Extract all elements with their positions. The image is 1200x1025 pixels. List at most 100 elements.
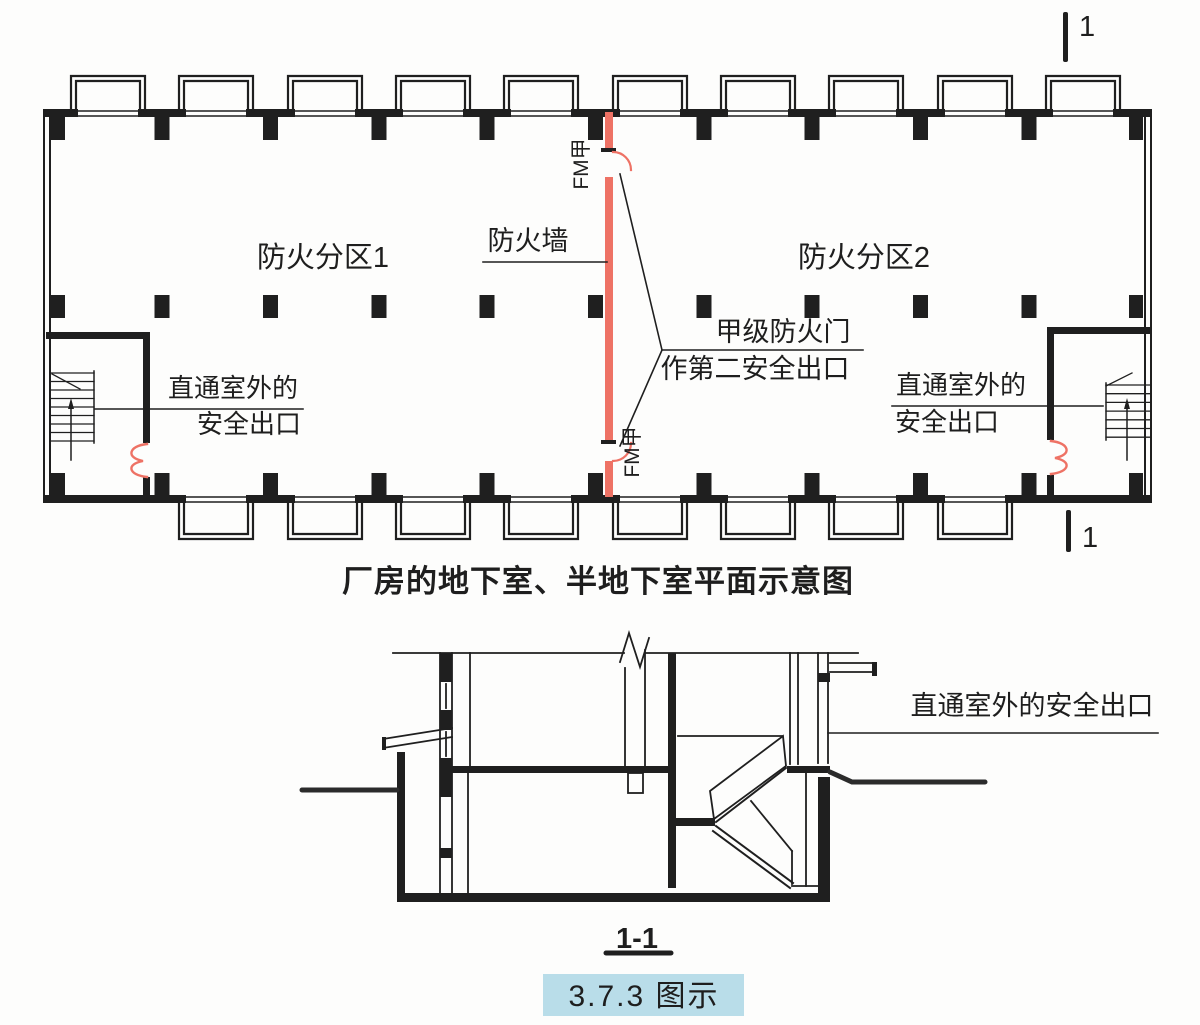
bottom-bay: [177, 500, 255, 541]
top-wall-segment: [355, 109, 403, 117]
top-bay: [177, 74, 255, 113]
second-exit-label-line1: 甲级防火门: [716, 317, 851, 347]
second-exit-leader-bottom: [618, 348, 664, 448]
column: [479, 117, 495, 140]
bottom-bay: [936, 500, 1014, 541]
section-marker-bottom-label: 1: [1082, 522, 1098, 554]
section-caption: 1-1: [616, 923, 658, 955]
top-wall-segment: [571, 109, 620, 117]
top-bay: [286, 74, 364, 113]
column: [154, 295, 170, 318]
column: [588, 295, 603, 318]
bottom-fire-door-frame: [601, 440, 616, 444]
top-wall-segment: [138, 109, 186, 117]
right-stair-treads: [1105, 384, 1151, 438]
stair-landing: [668, 818, 715, 826]
top-wall-segment: [1005, 109, 1053, 117]
left-stairwell: [46, 332, 150, 497]
section-cut-line-bottom: [1066, 510, 1071, 552]
bottom-wall-segment: [355, 495, 403, 503]
exit-floor-slab: [787, 766, 830, 773]
column: [588, 117, 603, 140]
mid-floor-slab: [452, 766, 668, 773]
top-wall-segment: [896, 109, 945, 117]
left-stair-treads: [49, 372, 95, 442]
figure-badge: 3.7.3 图示: [543, 974, 744, 1016]
column: [913, 473, 928, 496]
section-view: 直通室外的安全出口 1-1: [299, 630, 1159, 956]
bottom-wall-segment: [463, 495, 511, 503]
badge-background: [543, 974, 744, 1016]
wall-column: [51, 117, 65, 140]
top-wall-segment: [246, 109, 295, 117]
top-wall-segment: [788, 109, 836, 117]
bottom-bay: [719, 500, 797, 541]
column: [479, 295, 495, 318]
section-cut-line-top: [1063, 12, 1068, 62]
top-fire-door-swing: [611, 150, 633, 172]
section-wall-fill: [440, 848, 452, 858]
plan-caption: 厂房的地下室、半地下室平面示意图: [342, 564, 854, 599]
column: [804, 295, 820, 318]
wall-column: [51, 295, 65, 318]
zone2-label: 防火分区2: [798, 241, 930, 274]
section-exit-label: 直通室外的安全出口: [911, 691, 1154, 721]
column: [804, 117, 820, 140]
top-bay: [1044, 74, 1122, 113]
column: [263, 295, 278, 318]
fire-door-top-label: FM甲: [570, 138, 593, 189]
top-bay: [502, 74, 580, 113]
column: [154, 117, 170, 140]
column: [804, 473, 820, 496]
column: [371, 473, 387, 496]
column: [154, 473, 170, 496]
column: [371, 117, 387, 140]
column: [696, 473, 712, 496]
top-bay: [69, 74, 147, 113]
top-bay: [611, 74, 689, 113]
top-wall-segment: [1113, 109, 1152, 117]
bottom-wall-segment: [43, 495, 186, 503]
second-exit-label-line2: 作第二安全出口: [661, 354, 850, 384]
right-exit-ramp: [827, 769, 988, 785]
stair-arrow-head: [68, 398, 74, 409]
break-mark: [618, 630, 651, 670]
right-exit-label-line1: 直通室外的: [896, 370, 1026, 400]
column: [479, 473, 495, 496]
section-wall-fill: [440, 653, 452, 682]
column: [588, 473, 603, 496]
wall-column: [1129, 117, 1143, 140]
top-bay: [827, 74, 905, 113]
section-marker-top-label: 1: [1079, 11, 1095, 43]
bottom-bay: [827, 500, 905, 541]
stair-arrow-head: [1124, 398, 1130, 409]
column: [1021, 295, 1037, 318]
canopy-end-cap: [382, 737, 386, 750]
floor-plan: 1 1 防火分区1 防火分区2 防火墙 FM甲 FM甲 甲级防火门 作第二安全出…: [43, 11, 1152, 599]
column: [696, 295, 712, 318]
bottom-wall-segment: [1005, 495, 1152, 503]
zone1-label: 防火分区1: [257, 241, 389, 274]
column: [913, 117, 928, 140]
right-canopy-cap: [872, 662, 877, 676]
section-wall-fill: [440, 710, 452, 730]
bottom-wall-segment: [246, 495, 295, 503]
badge-label: 3.7.3 图示: [568, 980, 719, 1013]
right-stairwell: [1047, 327, 1152, 497]
fire-door-bottom-label: FM甲: [621, 426, 644, 477]
wall-column: [1129, 295, 1143, 318]
bottom-wall-segment: [571, 495, 620, 503]
bottom-bay: [394, 500, 472, 541]
firewall-label: 防火墙: [488, 226, 569, 256]
section-wall-fill: [440, 758, 452, 797]
bottom-bay: [611, 500, 689, 541]
right-basement-wall: [818, 777, 830, 893]
column: [1021, 117, 1037, 140]
column: [263, 117, 278, 140]
wall-column: [51, 473, 65, 496]
column: [371, 295, 387, 318]
top-fire-door-frame: [601, 148, 616, 152]
downstand-beam: [627, 772, 644, 794]
